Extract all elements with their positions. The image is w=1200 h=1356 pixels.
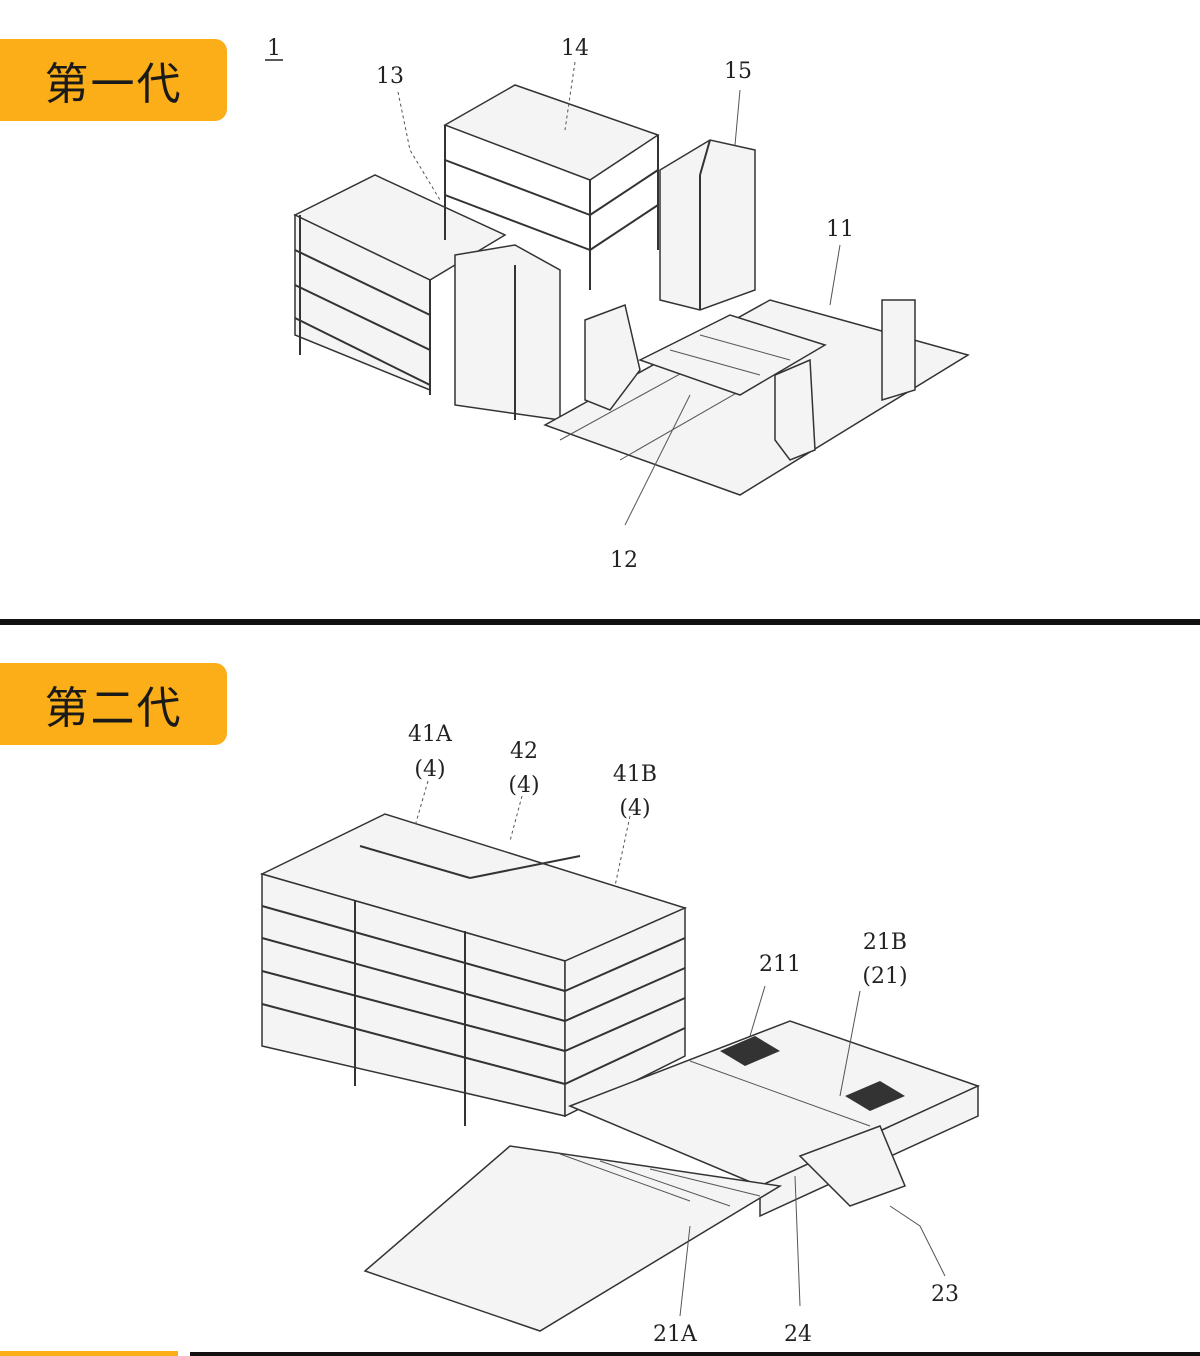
label-15: 15	[724, 59, 752, 84]
label-23: 23	[931, 1282, 959, 1307]
gen2-patent-drawing: 41A (4) 42 (4) 41B (4) 211 21B (21) 23 2…	[259, 722, 981, 1347]
section-badge-gen2: 第二代	[0, 663, 227, 745]
gen1-patent-drawing: 1 13 14 15 11 12	[265, 36, 970, 573]
label-41a: 41A	[408, 722, 453, 747]
storage-rack-13	[293, 174, 507, 395]
label-1: 1	[267, 36, 281, 61]
label-21b: 21B	[863, 930, 907, 955]
leader-lines	[414, 780, 946, 1317]
label-42-sub: (4)	[508, 773, 539, 798]
storage-rack-41a-42-41b	[259, 813, 688, 1126]
label-13: 13	[376, 64, 404, 89]
label-21a: 21A	[653, 1322, 698, 1347]
label-21b-sub: (21)	[862, 964, 907, 989]
label-42: 42	[510, 739, 538, 764]
storage-rack-14	[443, 84, 660, 290]
label-41a-sub: (4)	[414, 757, 445, 782]
next-section-badge-edge	[0, 1351, 178, 1356]
label-24: 24	[784, 1322, 812, 1347]
charging-tower-15	[659, 139, 756, 311]
ramp-21a	[363, 1125, 906, 1332]
control-cabinet	[454, 244, 561, 421]
label-211: 211	[759, 952, 801, 977]
label-12: 12	[610, 548, 638, 573]
leader-lines	[397, 61, 841, 526]
section-divider	[0, 619, 1200, 625]
label-11: 11	[826, 217, 854, 242]
label-14: 14	[561, 36, 589, 61]
section-badge-gen1: 第一代	[0, 39, 227, 121]
label-41b-sub: (4)	[619, 796, 650, 821]
label-41b: 41B	[613, 762, 657, 787]
next-section-divider	[190, 1352, 1200, 1356]
platform-11	[543, 299, 970, 496]
